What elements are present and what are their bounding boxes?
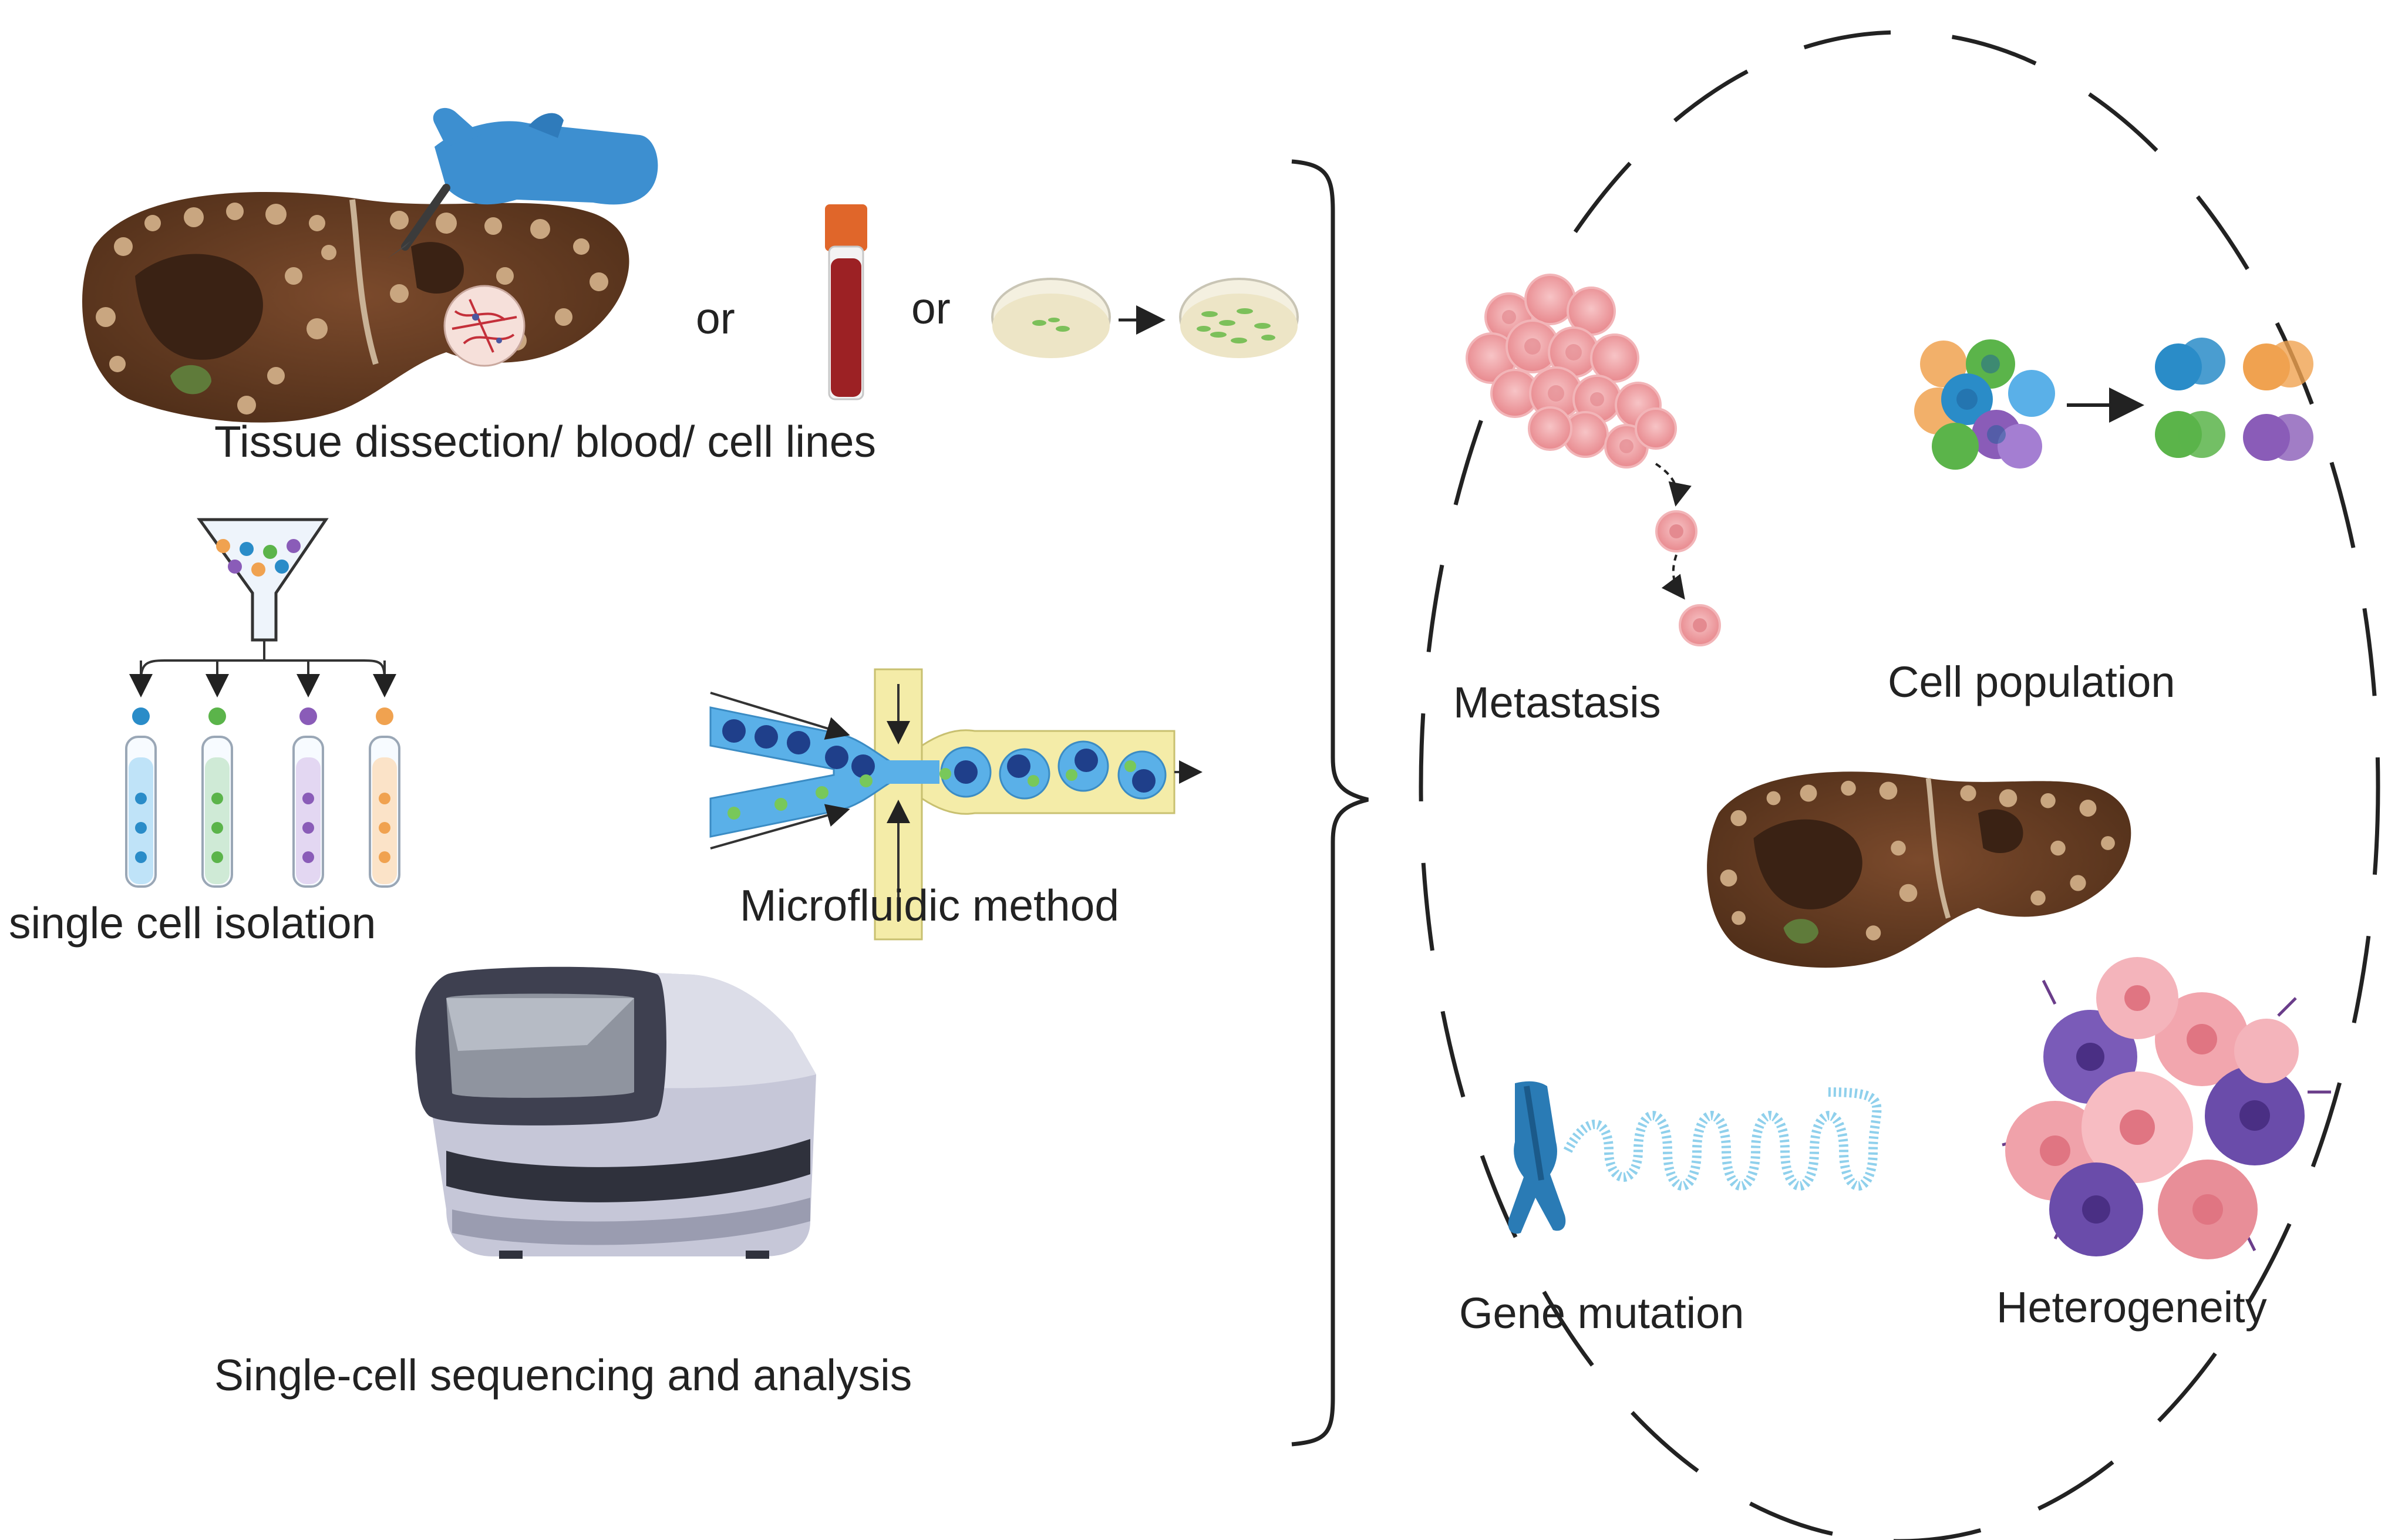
tumor-cluster-icon — [1466, 274, 1721, 646]
step-sequencing-label: Single-cell sequencing and analysis — [214, 1350, 912, 1400]
step-isolation-label: single cell isolation — [9, 898, 376, 948]
tissue-sample-icon — [443, 285, 526, 367]
outcomes-boundary — [1419, 30, 2380, 1540]
chromosome-icon — [1508, 1081, 1882, 1234]
blood-tube-icon — [825, 204, 867, 400]
step-microfluidic-label: Microfluidic method — [740, 881, 1120, 930]
petri-dish-icon — [991, 278, 1299, 358]
grouping-brace — [1291, 159, 1369, 1447]
funnel-icon — [129, 518, 396, 697]
step-sources-label: Tissue dissection/ blood/ cell lines — [214, 417, 876, 466]
heterogeneous-tumor-icon — [2002, 957, 2331, 1259]
connector-or-1: or — [696, 294, 735, 343]
cell-cluster-icon — [1914, 338, 2313, 470]
liver-icon — [82, 191, 629, 423]
liver-icon — [1707, 771, 2131, 968]
outcome-cell-population-label: Cell population — [1888, 658, 2175, 706]
glove-scalpel-icon — [388, 107, 658, 258]
microfluidic-chip-icon — [709, 668, 1203, 941]
test-tube-icon — [125, 707, 400, 888]
sequencer-icon — [415, 966, 816, 1259]
outcome-gene-mutation-label: Gene mutation — [1459, 1289, 1744, 1337]
connector-or-2: or — [911, 284, 951, 333]
outcome-metastasis-label: Metastasis — [1453, 678, 1661, 727]
outcome-heterogeneity-label: Heterogeneity — [1996, 1283, 2267, 1332]
